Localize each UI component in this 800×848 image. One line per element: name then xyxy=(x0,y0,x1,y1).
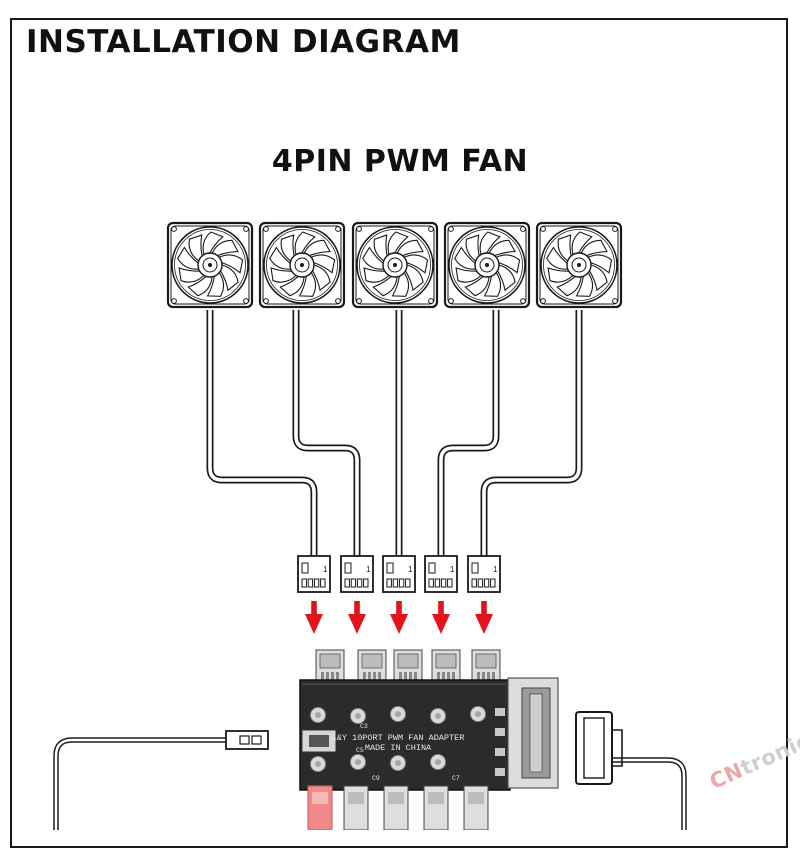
hub-fan-port xyxy=(471,649,501,685)
hub-bottom-ports xyxy=(307,785,489,830)
hub-resistor xyxy=(495,728,505,736)
hub-fan-port xyxy=(463,785,489,830)
hub-port-label: C7 xyxy=(452,775,460,782)
fan-cable xyxy=(206,310,318,556)
fan-connector: 1 xyxy=(340,555,374,593)
hub-resistor xyxy=(495,768,505,776)
hub-top-ports xyxy=(315,649,501,685)
hub-port-label: C5 xyxy=(356,747,364,754)
hub-label-line2: MADE IN CHINA xyxy=(365,743,432,753)
fan-icon xyxy=(443,221,531,309)
fans-group xyxy=(166,221,623,309)
hub-fan-port xyxy=(315,649,345,685)
hub-fan-port xyxy=(383,785,409,830)
hub-resistor xyxy=(495,748,505,756)
pin-one-label: 1 xyxy=(493,565,498,574)
fan-cable xyxy=(437,310,500,556)
hub-components xyxy=(310,706,505,776)
down-arrow-icon xyxy=(475,601,493,634)
hub-label-line1: L&Y 10PORT PWM FAN ADAPTER xyxy=(332,733,465,743)
down-arrow-icon xyxy=(432,601,450,634)
hub-port-label: C9 xyxy=(372,775,380,782)
hub-port-label: C3 xyxy=(360,723,368,730)
fan-cables-group xyxy=(206,310,583,556)
fan-icon xyxy=(351,221,439,309)
down-arrow-icon xyxy=(390,601,408,634)
hub-fan-port xyxy=(393,649,423,685)
fan-connectors-group: 1 1 1 1 1 xyxy=(297,555,501,593)
pin-one-label: 1 xyxy=(450,565,455,574)
fan-cable xyxy=(480,310,583,556)
page-title: INSTALLATION DIAGRAM xyxy=(26,24,461,60)
pin-one-label: 1 xyxy=(366,565,371,574)
down-arrow-icon xyxy=(348,601,366,634)
fan-connector: 1 xyxy=(424,555,458,593)
pin-one-label: 1 xyxy=(408,565,413,574)
fan-connector: 1 xyxy=(382,555,416,593)
hub-board xyxy=(299,677,559,791)
fan-icon xyxy=(258,221,346,309)
insert-arrows-group xyxy=(305,601,493,634)
fan-section-title: 4PIN PWM FAN xyxy=(271,144,529,179)
hub-fan-port xyxy=(307,785,333,830)
hub-fan-port xyxy=(423,785,449,830)
hub-fan-port xyxy=(357,649,387,685)
hub-resistor xyxy=(495,708,505,716)
motherboard-cable xyxy=(53,730,269,830)
hub-fan-port xyxy=(431,649,461,685)
fan-icon xyxy=(166,221,254,309)
hub-fan-port xyxy=(343,785,369,830)
installation-diagram: 1 1 1 1 1 L&Y 10PORT PWM FAN ADAPTER MADE IN… xyxy=(53,221,687,830)
fan-icon xyxy=(535,221,623,309)
down-arrow-icon xyxy=(305,601,323,634)
pin-one-label: 1 xyxy=(323,565,328,574)
fan-connector: 1 xyxy=(467,555,501,593)
fan-cable xyxy=(292,310,361,556)
fan-connector: 1 xyxy=(297,555,331,593)
sata-power-cable xyxy=(575,711,687,830)
